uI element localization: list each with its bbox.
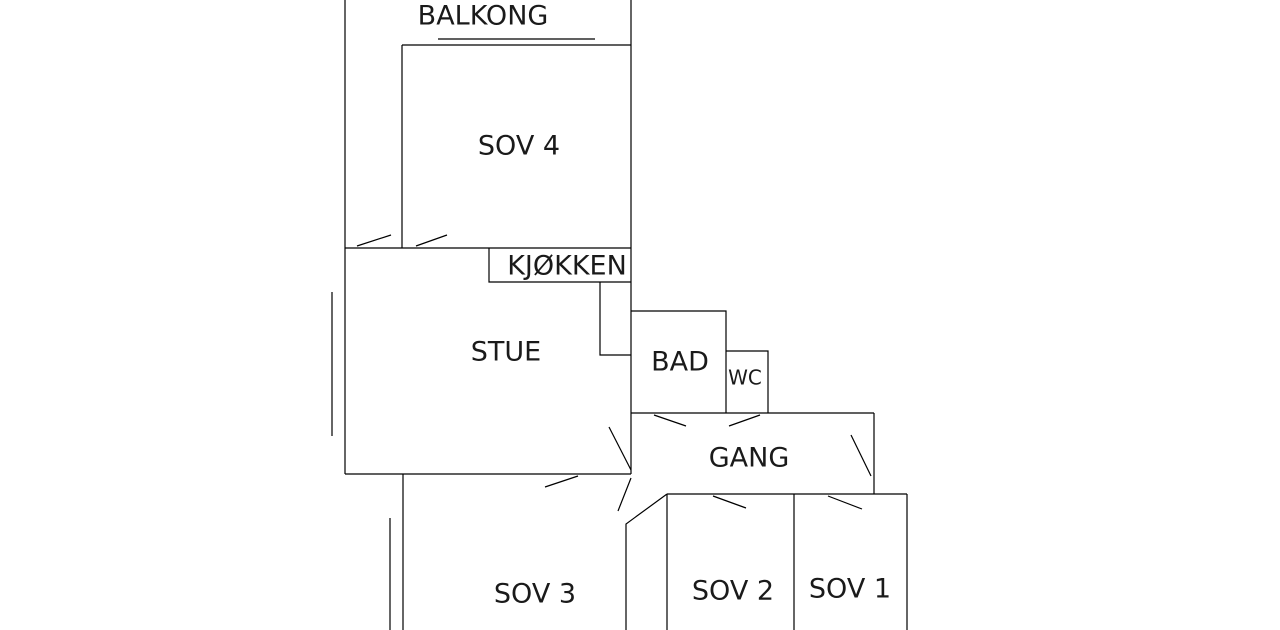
wall-wc: [726, 350, 769, 413]
door-swing-sov3: [544, 475, 579, 488]
label-balkong: BALKONG: [418, 1, 549, 32]
label-bad: BAD: [651, 347, 709, 378]
label-wc: WC: [728, 366, 762, 390]
label-sov1: SOV 1: [809, 574, 891, 605]
door-swing-sov1: [827, 495, 863, 510]
wall-kjokken-box: [488, 248, 631, 283]
door-swing-stue-balkong: [356, 234, 392, 247]
label-kjokken: KJØKKEN: [507, 251, 627, 282]
door-swing-gang-east: [850, 434, 872, 477]
label-sov3: SOV 3: [494, 579, 576, 610]
doors: [356, 234, 872, 512]
wall-corridor-angle: [625, 493, 668, 630]
door-swing-sov2: [712, 495, 747, 509]
door-swing-wc: [728, 414, 761, 427]
label-sov2: SOV 2: [692, 576, 774, 607]
label-gang: GANG: [709, 443, 790, 474]
door-swing-stue-gang: [608, 426, 632, 471]
label-sov4: SOV 4: [478, 131, 560, 162]
door-swing-gang-entry: [617, 477, 632, 512]
room-labels: BALKONG SOV 4 KJØKKEN STUE BAD WC GANG S…: [418, 1, 891, 610]
door-swing-sov4: [415, 234, 448, 247]
walls: [331, 0, 908, 630]
wall-kjokken-counter: [599, 282, 631, 356]
label-stue: STUE: [471, 337, 541, 368]
wall-bad: [631, 310, 727, 413]
door-swing-bad: [653, 414, 687, 427]
